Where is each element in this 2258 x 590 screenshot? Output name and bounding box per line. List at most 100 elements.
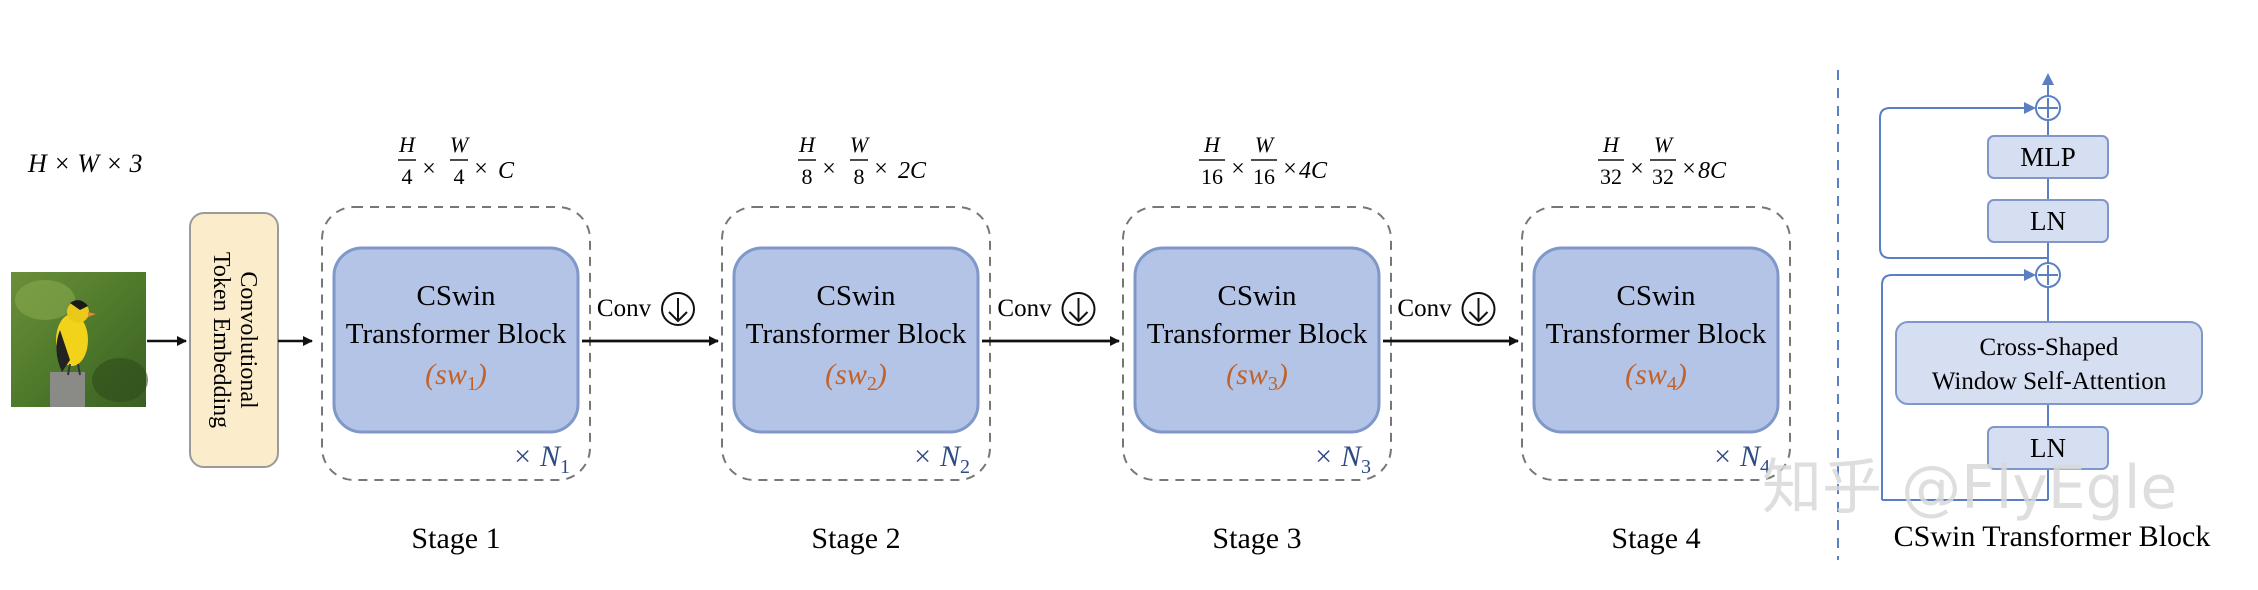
dim-channels: 2C bbox=[898, 158, 927, 184]
times-sign: × bbox=[1630, 156, 1644, 182]
dim-numerator: H bbox=[1203, 132, 1221, 157]
downsample-icon bbox=[661, 292, 695, 326]
dim-denominator: 32 bbox=[1600, 164, 1622, 189]
dim-channels: 8C bbox=[1698, 158, 1727, 184]
sw-subscript: 2 bbox=[867, 373, 877, 395]
sw-close-paren: ) bbox=[1675, 358, 1687, 391]
add-circle-top bbox=[2035, 95, 2061, 121]
sw-subscript: 4 bbox=[1667, 373, 1677, 395]
times-sign: × bbox=[1682, 156, 1696, 182]
attention-box bbox=[1895, 321, 2203, 405]
repeat-text: × N bbox=[1313, 440, 1363, 473]
times-sign: × bbox=[1231, 156, 1245, 182]
dim-numerator: W bbox=[1255, 132, 1275, 157]
sw-text: (sw bbox=[825, 358, 867, 391]
times-sign: × bbox=[1283, 156, 1297, 182]
dim-denominator: 8 bbox=[854, 164, 865, 189]
input-bird-image bbox=[11, 272, 148, 407]
embedding-label-line1: Convolutional bbox=[235, 271, 261, 409]
dim-channels: C bbox=[498, 158, 515, 184]
dim-numerator: W bbox=[1654, 132, 1674, 157]
block-title-line1: CSwin bbox=[417, 280, 496, 312]
watermark-text: 知乎 @FlyEgle bbox=[1762, 453, 2177, 523]
downsample-icon bbox=[1061, 292, 1096, 326]
repeat-subscript: 3 bbox=[1361, 456, 1371, 478]
conv-token-embedding-box: Convolutional Token Embedding bbox=[189, 212, 279, 468]
times-sign: × bbox=[422, 156, 436, 182]
stage-4-dashed-frame bbox=[1521, 206, 1791, 481]
stage-1-dims: H4×W4×C bbox=[398, 132, 515, 189]
ln-bottom-label: LN bbox=[2030, 433, 2066, 463]
sw-close-paren: ) bbox=[875, 358, 887, 391]
mlp-box bbox=[1987, 135, 2109, 179]
stage-2-block bbox=[732, 246, 980, 434]
mlp-label: MLP bbox=[2020, 142, 2076, 172]
sw-close-paren: ) bbox=[1276, 358, 1288, 391]
ln-bottom-box bbox=[1987, 426, 2109, 470]
downsample-icon bbox=[1461, 292, 1496, 326]
dim-denominator: 4 bbox=[402, 164, 413, 189]
stage-3-block bbox=[1133, 246, 1381, 434]
sw-text: (sw bbox=[1625, 358, 1667, 391]
repeat-text: × N bbox=[512, 440, 562, 473]
stage-4-block bbox=[1532, 246, 1780, 434]
stage-3-label: Stage 3 bbox=[1212, 522, 1301, 555]
attention-label-line1: Cross-Shaped bbox=[1980, 334, 2119, 361]
residual-connection-1 bbox=[1881, 269, 2036, 500]
stage-1-label: Stage 1 bbox=[411, 522, 500, 555]
add-circle-middle bbox=[2035, 262, 2061, 288]
dim-denominator: 16 bbox=[1253, 164, 1275, 189]
block-title-line1: CSwin bbox=[1218, 280, 1297, 312]
window-size-label: (sw4) bbox=[1625, 358, 1687, 395]
stage-4-label: Stage 4 bbox=[1611, 522, 1700, 555]
dim-numerator: H bbox=[398, 132, 416, 157]
dim-denominator: 32 bbox=[1652, 164, 1674, 189]
stage-1-block bbox=[332, 246, 580, 434]
repeat-count-label: × N2 bbox=[912, 440, 970, 478]
stage-2-label: Stage 2 bbox=[811, 522, 900, 555]
stage-3-dims: H16×W16×4C bbox=[1199, 132, 1328, 189]
stage-4-dims: H32×W32×8C bbox=[1598, 132, 1727, 189]
ln-top-box bbox=[1987, 199, 2109, 243]
sw-text: (sw bbox=[1226, 358, 1268, 391]
conv-label: Conv bbox=[597, 295, 652, 322]
repeat-text: × N bbox=[912, 440, 962, 473]
block-title-line2: Transformer Block bbox=[746, 318, 967, 350]
stage-2-dashed-frame bbox=[721, 206, 991, 481]
dim-numerator: W bbox=[450, 132, 470, 157]
window-size-label: (sw1) bbox=[425, 358, 487, 395]
dim-numerator: W bbox=[850, 132, 870, 157]
repeat-subscript: 1 bbox=[560, 456, 570, 478]
block-detail-caption: CSwin Transformer Block bbox=[1894, 520, 2211, 553]
times-sign: × bbox=[874, 156, 888, 182]
repeat-subscript: 2 bbox=[960, 456, 970, 478]
repeat-subscript: 4 bbox=[1760, 456, 1770, 478]
dim-denominator: 8 bbox=[802, 164, 813, 189]
dim-channels: 4C bbox=[1299, 158, 1328, 184]
residual-connection-2 bbox=[1879, 102, 2048, 259]
embedding-label-line2: Token Embedding bbox=[208, 252, 234, 428]
sw-text: (sw bbox=[425, 358, 467, 391]
sw-subscript: 3 bbox=[1268, 373, 1278, 395]
repeat-count-label: × N4 bbox=[1712, 440, 1770, 478]
block-title-line2: Transformer Block bbox=[1546, 318, 1767, 350]
stage-3-dashed-frame bbox=[1122, 206, 1392, 481]
window-size-label: (sw2) bbox=[825, 358, 887, 395]
sw-close-paren: ) bbox=[475, 358, 487, 391]
block-title-line1: CSwin bbox=[1617, 280, 1696, 312]
repeat-text: × N bbox=[1712, 440, 1762, 473]
stage-1-dashed-frame bbox=[321, 206, 591, 481]
window-size-label: (sw3) bbox=[1226, 358, 1288, 395]
sw-subscript: 1 bbox=[467, 373, 477, 395]
conv-label: Conv bbox=[1397, 295, 1452, 322]
block-title-line2: Transformer Block bbox=[346, 318, 567, 350]
conv-label: Conv bbox=[997, 295, 1052, 322]
times-sign: × bbox=[474, 156, 488, 182]
ln-top-label: LN bbox=[2030, 206, 2066, 236]
